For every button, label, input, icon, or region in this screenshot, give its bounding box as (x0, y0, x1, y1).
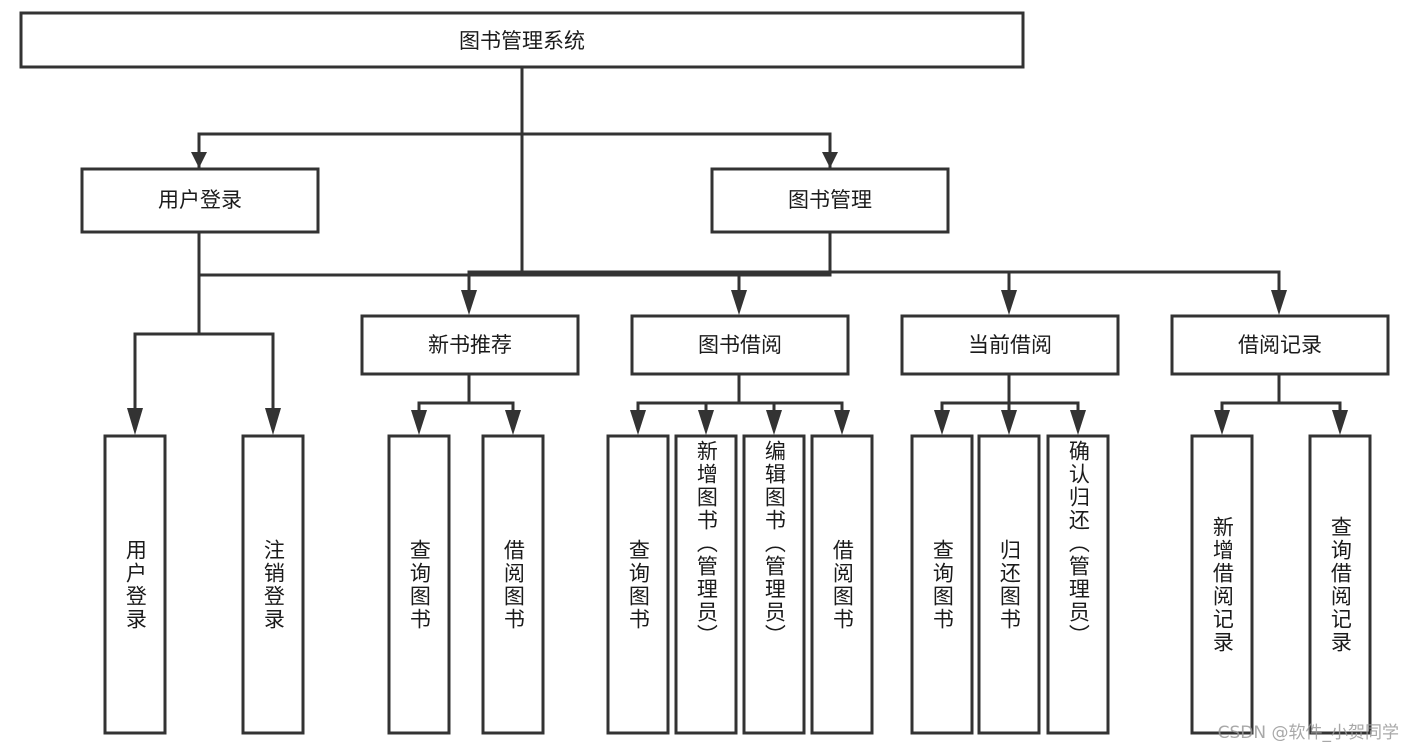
arrow-user-login (191, 152, 207, 168)
leaf-box-edit-book[interactable] (742, 434, 806, 735)
node-root-label: 图书管理系统 (459, 29, 585, 53)
arrow-leaf-add-book (698, 410, 714, 435)
arrow-leaf-query-record (1332, 410, 1348, 435)
node-borrow-record-box[interactable] (1170, 314, 1390, 376)
arrow-borrow-record (1271, 290, 1287, 315)
leaf-box-borrow-book-1[interactable] (481, 434, 545, 735)
connector-group-borrow-record-children (1214, 373, 1348, 435)
arrow-leaf-confirm-return (1070, 410, 1086, 435)
leaf-box-query-book-2[interactable] (606, 434, 670, 735)
node-user-login-label: 用户登录 (158, 188, 242, 212)
connector-group-user-login-children (127, 230, 281, 435)
connector-group-book-manage-children (461, 230, 1287, 315)
leaf-box-user-logout[interactable] (241, 434, 305, 735)
node-borrow-record[interactable]: 借阅记录 (1170, 314, 1390, 376)
leaf-box-add-book[interactable] (674, 434, 738, 735)
arrow-leaf-user-logout (265, 408, 281, 435)
leaf-box-add-record[interactable] (1190, 434, 1254, 735)
arrow-new-book-recommend (461, 290, 477, 315)
arrow-leaf-user-login (127, 408, 143, 435)
arrow-leaf-query-book-2 (630, 410, 646, 435)
node-root[interactable]: 图书管理系统 (19, 11, 1025, 69)
connector-group-new-book-children (411, 373, 521, 435)
watermark-text: CSDN @软件_小贺同学 (1217, 723, 1399, 743)
node-current-borrow[interactable]: 当前借阅 (900, 314, 1120, 376)
node-book-borrow-box[interactable] (630, 314, 850, 376)
node-root-box[interactable] (19, 11, 1025, 69)
node-user-login[interactable]: 用户登录 (80, 167, 320, 234)
connector-group-level2 (191, 65, 838, 168)
leaf-box-return-book[interactable] (977, 434, 1041, 735)
node-current-borrow-label: 当前借阅 (968, 333, 1052, 357)
arrow-leaf-borrow-book-2 (834, 410, 850, 435)
node-borrow-record-label: 借阅记录 (1238, 333, 1322, 357)
leaf-box-query-book-3[interactable] (910, 434, 974, 735)
arrow-leaf-return-book (1001, 410, 1017, 435)
arrow-leaf-edit-book (766, 410, 782, 435)
leaf-box-user-login[interactable] (103, 434, 167, 735)
arrow-leaf-query-book-1 (411, 410, 427, 435)
connector-group-current-borrow-children (934, 373, 1086, 435)
leaf-box-query-book-1[interactable] (387, 434, 451, 735)
connector-group-book-borrow-children (630, 373, 850, 435)
arrow-leaf-borrow-book-1 (505, 410, 521, 435)
node-current-borrow-box[interactable] (900, 314, 1120, 376)
leaf-box-confirm-return[interactable] (1046, 434, 1110, 735)
arrow-book-manage (822, 152, 838, 168)
node-new-book-recommend-label: 新书推荐 (428, 333, 512, 357)
node-book-manage-label: 图书管理 (788, 188, 872, 212)
arrow-leaf-add-record (1214, 410, 1230, 435)
node-book-borrow[interactable]: 图书借阅 (630, 314, 850, 376)
node-new-book-recommend-box[interactable] (360, 314, 580, 376)
arrow-current-borrow (1001, 290, 1017, 315)
node-user-login-box[interactable] (80, 167, 320, 234)
arrow-book-borrow (731, 290, 747, 315)
node-book-manage[interactable]: 图书管理 (710, 167, 950, 234)
leaf-box-borrow-book-2[interactable] (810, 434, 874, 735)
node-book-borrow-label: 图书借阅 (698, 333, 782, 357)
node-new-book-recommend[interactable]: 新书推荐 (360, 314, 580, 376)
node-book-manage-box[interactable] (710, 167, 950, 234)
arrow-leaf-query-book-3 (934, 410, 950, 435)
leaf-box-query-record[interactable] (1308, 434, 1372, 735)
